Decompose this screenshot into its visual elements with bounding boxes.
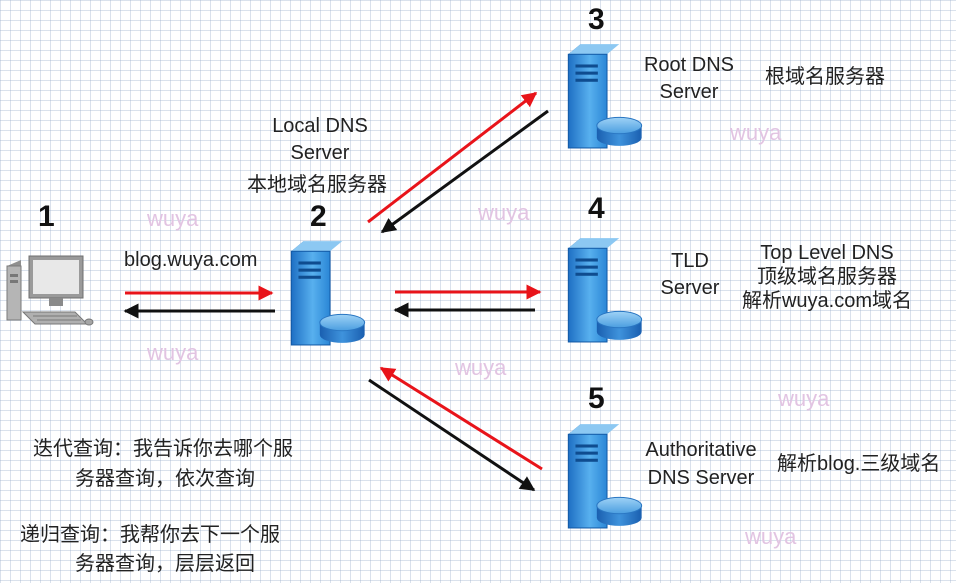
local-dns-name-line1: Local DNS: [272, 115, 368, 137]
iterative-query-note-line2: 务器查询，依次查询: [75, 468, 255, 490]
tld-name-line2: Server: [660, 277, 720, 299]
root-dns-name-line1: Root DNS: [643, 54, 735, 76]
watermark-text: wuya: [478, 200, 530, 225]
tld-name-line1: TLD: [671, 250, 709, 272]
tld-server-icon: [567, 237, 643, 343]
watermark-text: wuya: [745, 524, 797, 549]
watermark-text: wuya: [455, 355, 507, 380]
root-dns-name-line2: Server: [659, 81, 719, 103]
tld-desc-line2: 顶级域名服务器: [757, 266, 897, 288]
authoritative-desc: 解析blog.三级域名: [777, 453, 941, 475]
watermark-text: wuya: [147, 340, 199, 365]
client-computer-icon: [6, 255, 94, 326]
local-dns-name-cn: 本地域名服务器: [247, 174, 387, 196]
authoritative-dns-server-icon: [567, 423, 643, 529]
authoritative-name-line2: DNS Server: [647, 467, 755, 489]
recursive-query-note-line2: 务器查询，层层返回: [75, 553, 255, 575]
authoritative-name-line1: Authoritative: [645, 439, 757, 461]
local-dns-name-line2: Server: [290, 142, 350, 164]
client-number: 1: [38, 200, 55, 233]
tld-desc-line3: 解析wuya.com域名: [741, 290, 913, 312]
root-dns-number: 3: [588, 3, 605, 36]
arrow-root-to-local: [380, 109, 549, 234]
tld-desc-line1: Top Level DNS: [760, 242, 894, 264]
query-domain-label: blog.wuya.com: [124, 249, 258, 271]
arrow-local-to-authoritative: [368, 378, 536, 492]
root-dns-name-cn: 根域名服务器: [765, 66, 885, 88]
iterative-query-note-line1: 迭代查询：我告诉你去哪个服: [33, 438, 293, 460]
tld-number: 4: [588, 192, 605, 225]
watermark-text: wuya: [730, 120, 782, 145]
local-dns-server-icon: [290, 240, 366, 346]
arrow-local-to-root: [367, 91, 538, 224]
watermark-text: wuya: [147, 206, 199, 231]
watermark-text: wuya: [778, 386, 830, 411]
recursive-query-note-line1: 递归查询：我帮你去下一个服: [20, 524, 280, 546]
authoritative-number: 5: [588, 382, 605, 415]
arrow-authoritative-to-local: [379, 366, 543, 471]
local-dns-number: 2: [310, 200, 327, 233]
